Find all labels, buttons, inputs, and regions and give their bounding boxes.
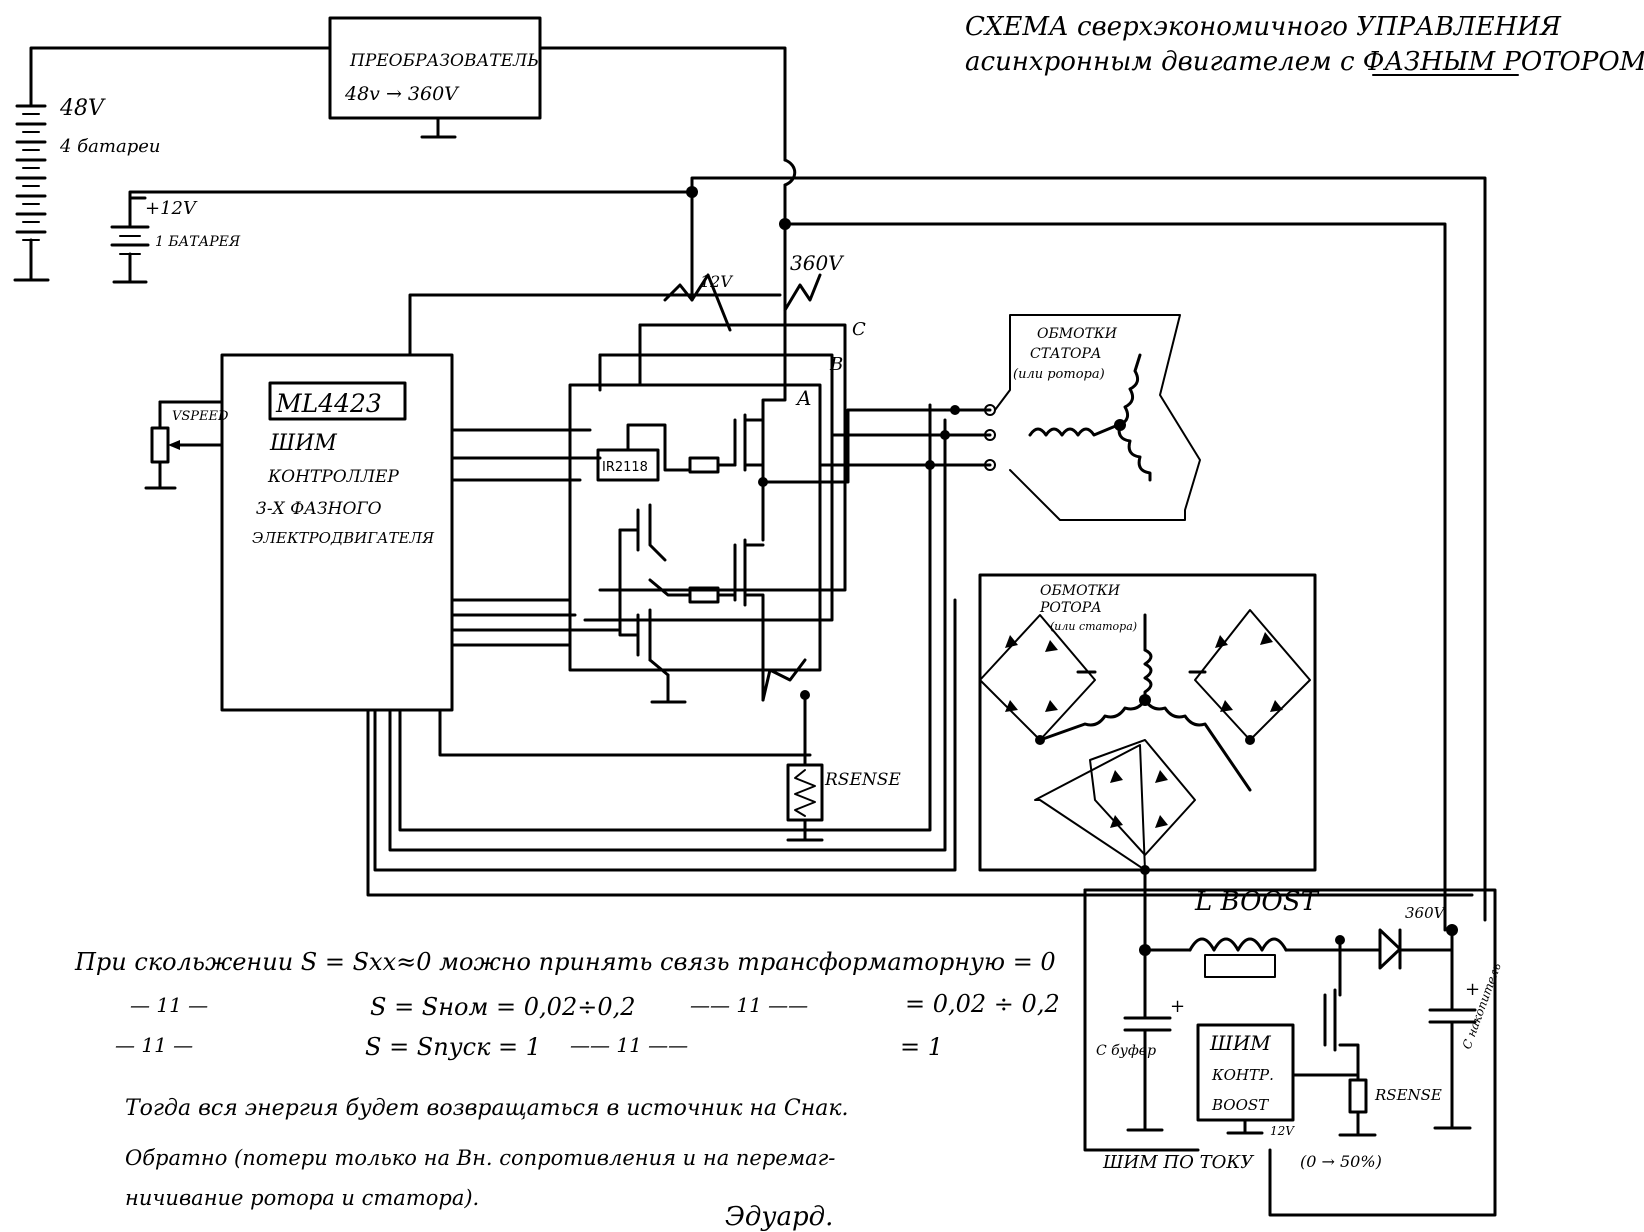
- note-para1: Тогда вся энергия будет возвращаться в и…: [125, 1096, 849, 1121]
- boost-inductor: [1188, 937, 1288, 952]
- note-line3-formula: S = Sпуск = 1: [365, 1033, 541, 1061]
- converter-title: ПРЕОБРАЗОВАТЕЛЬ: [349, 51, 539, 71]
- c-storage-label: C накопитель: [1460, 961, 1504, 1051]
- battery48-count: 4 батареи: [59, 136, 160, 157]
- controller-desc2: КОНТРОЛЛЕР: [267, 467, 399, 487]
- bridge-c-outline: [598, 323, 847, 592]
- signature: Эдуард.: [725, 1202, 833, 1232]
- note-line2-formula: S = Sном = 0,02÷0,2: [370, 993, 636, 1021]
- boost-rsense: [1348, 1078, 1368, 1114]
- wire-360v-to-boost: [783, 222, 1447, 932]
- rotor-label3: (или статора): [1050, 620, 1137, 633]
- converter-spec: 48v → 360V: [344, 83, 460, 105]
- stator-label1: ОБМОТКИ: [1037, 326, 1118, 342]
- controller-desc4: ЭЛЕКТРОДВИГАТЕЛЯ: [252, 529, 435, 547]
- phase-c-label: C: [852, 319, 866, 340]
- bridge-b-outline: [583, 353, 834, 622]
- stator-windings: ОБМОТКИ СТАТОРА (или ротора): [994, 314, 1201, 521]
- boost-diode: [1378, 928, 1402, 970]
- boost-rsense-label: RSENSE: [1374, 1086, 1442, 1104]
- controller-desc3: 3-Х ФАЗНОГО: [256, 499, 382, 519]
- note-line3-ditto2: —— 11 ——: [570, 1033, 688, 1057]
- battery48-voltage: 48V: [59, 96, 106, 121]
- rail-12v-zigzag: [663, 273, 732, 332]
- converter-box: [328, 16, 542, 120]
- wire-crossover: [783, 158, 797, 187]
- note-line3-ditto: — 11 —: [115, 1033, 193, 1057]
- title-line2: асинхронным двигателем с ФАЗНЫМ РОТОРОМ.: [965, 47, 1644, 77]
- chip-name: ML4423: [275, 389, 382, 418]
- boost-duty: (0 → 50%): [1300, 1152, 1382, 1171]
- gate-driver-label: IR2118: [602, 460, 648, 475]
- rotor-windings: ОБМОТКИ РОТОРА (или статора): [978, 573, 1317, 952]
- phase-a-label: A: [795, 386, 811, 410]
- note-para2: Обратно (потери только на Вн. сопротивле…: [125, 1146, 835, 1170]
- controller-box: [220, 353, 454, 712]
- wire-ctrl-top: [408, 293, 782, 357]
- phase-b-label: B: [829, 354, 843, 375]
- boost-supply: 12V: [1270, 1124, 1295, 1138]
- vspeed-label: VSPEED: [172, 409, 229, 424]
- stator-label2: СТАТОРА: [1030, 346, 1102, 362]
- boost-pwm-label: ШИМ ПО ТОКУ: [1102, 1152, 1255, 1173]
- note-line2-ditto2: —— 11 ——: [690, 993, 808, 1017]
- converter: ПРЕОБРАЗОВАТЕЛЬ 48v → 360V: [328, 16, 797, 312]
- controller-desc1: ШИМ: [269, 431, 337, 456]
- rotor-frame: [978, 573, 1317, 872]
- battery12-count: 1 БАТАРЕЯ: [155, 234, 241, 250]
- note-line3-result: = 1: [900, 1033, 943, 1061]
- note-line2-result: = 0,02 ÷ 0,2: [905, 990, 1060, 1018]
- rail-360v-zigzag: [783, 273, 822, 312]
- battery12-voltage: +12V: [145, 198, 198, 219]
- c-buffer-label: C буфер: [1096, 1043, 1156, 1059]
- rotor-label1: ОБМОТКИ: [1040, 583, 1121, 599]
- speed-potentiometer: [150, 426, 170, 464]
- c-storage-plus: +: [1465, 979, 1480, 1000]
- battery-12v: +12V 1 БАТАРЕЯ: [110, 190, 694, 302]
- inductor-label: L BOOST: [1194, 887, 1320, 917]
- chip-label-box: [268, 381, 407, 421]
- notes: При скольжении S = Sxx≈0 можно принять с…: [74, 948, 1060, 1232]
- title: СХЕМА сверхэкономичного УПРАВЛЕНИЯ асинх…: [965, 12, 1644, 77]
- rail-360v-label: 360V: [790, 251, 845, 275]
- note-line2-ditto: — 11 —: [130, 993, 208, 1017]
- boost-ctrl3: BOOST: [1211, 1096, 1269, 1114]
- note-line1: При скольжении S = Sxx≈0 можно принять с…: [74, 948, 1056, 976]
- c-buffer-plus: +: [1170, 996, 1185, 1017]
- wire-12v-to-boost: [690, 176, 1487, 922]
- controller: ML4423 ШИМ КОНТРОЛЛЕР 3-Х ФАЗНОГО ЭЛЕКТР…: [144, 353, 454, 712]
- rsense-label: RSENSE: [824, 770, 901, 790]
- bridge-a-outline: [568, 383, 822, 672]
- rotor-label2: РОТОРА: [1039, 600, 1102, 616]
- boost-ctrl1: ШИМ: [1209, 1031, 1271, 1055]
- boost-frame-left: [1083, 888, 1200, 1152]
- wire-360v-out: [538, 46, 787, 162]
- boost-ctrl2: КОНТР.: [1211, 1066, 1274, 1084]
- battery-48v: 48V 4 батареи: [13, 46, 332, 282]
- note-para3: ничивание ротора и статора).: [125, 1186, 479, 1210]
- boost-frame-right: [1083, 888, 1497, 1217]
- wire-12v-rail: [128, 190, 694, 302]
- inverter-bridge: C B A IR2118: [568, 273, 901, 842]
- title-line1: СХЕМА сверхэкономичного УПРАВЛЕНИЯ: [965, 12, 1562, 42]
- boost-converter: L BOOST 360V + C буфер + C накопитель: [1083, 887, 1504, 1217]
- boost-out-voltage: 360V: [1405, 904, 1447, 922]
- rsense-resistor: [786, 763, 824, 822]
- stator-label3: (или ротора): [1013, 367, 1105, 382]
